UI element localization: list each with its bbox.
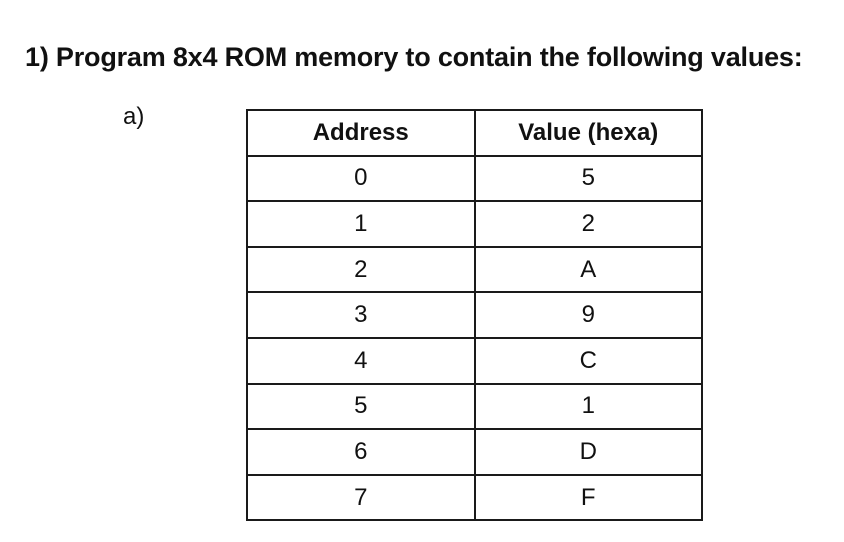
value-cell: C bbox=[473, 336, 703, 385]
address-cell: 3 bbox=[246, 291, 476, 339]
address-column-header: Address bbox=[246, 109, 476, 157]
value-cell: D bbox=[473, 428, 703, 476]
table-row: 4 C bbox=[246, 336, 703, 385]
value-cell: A bbox=[473, 245, 703, 294]
rom-values-table: Address Value (hexa) 0 5 1 2 2 A 3 9 4 C… bbox=[246, 109, 703, 522]
address-cell: 1 bbox=[246, 200, 476, 248]
address-cell: 2 bbox=[246, 245, 476, 294]
table-row: 7 F bbox=[246, 473, 703, 522]
table-row: 6 D bbox=[246, 428, 703, 476]
address-cell: 0 bbox=[246, 154, 476, 203]
address-cell: 5 bbox=[246, 382, 476, 431]
value-cell: 9 bbox=[473, 291, 703, 339]
value-cell: F bbox=[473, 473, 703, 522]
address-cell: 6 bbox=[246, 428, 476, 476]
value-cell: 2 bbox=[473, 200, 703, 248]
table-row: 5 1 bbox=[246, 382, 703, 431]
value-column-header: Value (hexa) bbox=[473, 109, 703, 157]
address-cell: 7 bbox=[246, 473, 476, 522]
table-row: 1 2 bbox=[246, 200, 703, 248]
problem-title: 1) Program 8x4 ROM memory to contain the… bbox=[25, 42, 803, 72]
table-header-row: Address Value (hexa) bbox=[246, 109, 703, 157]
part-a-label: a) bbox=[123, 103, 145, 130]
table-row: 2 A bbox=[246, 245, 703, 294]
table-row: 0 5 bbox=[246, 154, 703, 203]
table-row: 3 9 bbox=[246, 291, 703, 339]
value-cell: 1 bbox=[473, 382, 703, 431]
value-cell: 5 bbox=[473, 154, 703, 203]
address-cell: 4 bbox=[246, 336, 476, 385]
